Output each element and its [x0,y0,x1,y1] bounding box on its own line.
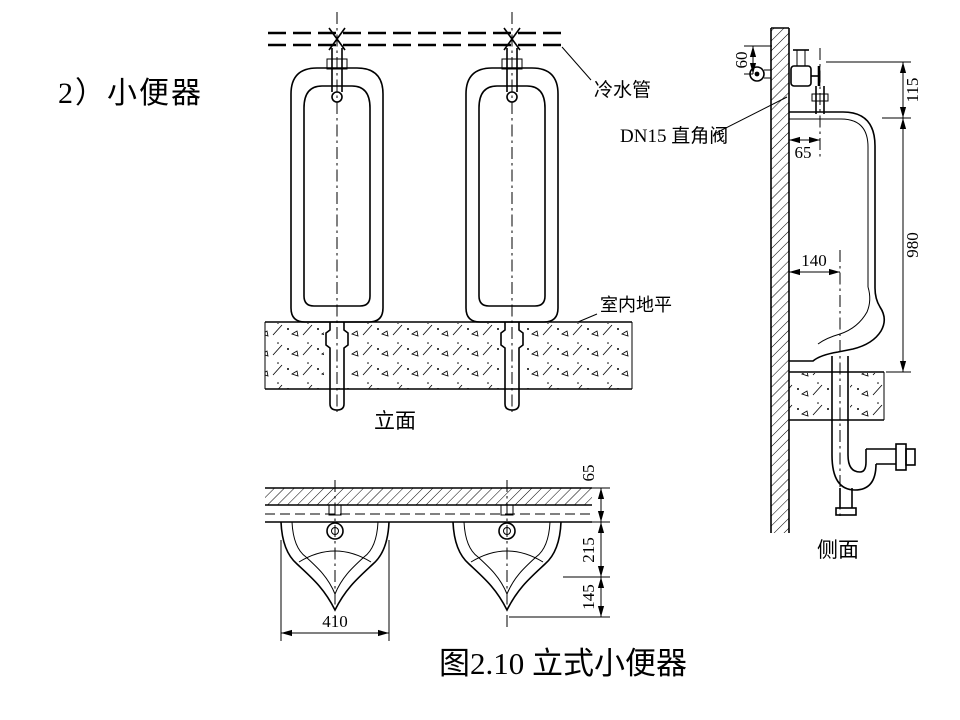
valve-label: DN15 直角阀 [620,125,728,147]
dim-140-label: 140 [801,251,827,270]
drain-pipe-right [500,322,524,411]
side-view: 60 115 980 65 140 DN15 直角阀 侧面 [620,27,922,562]
cleanout-plug [835,507,857,516]
dim-115-label: 115 [903,78,922,103]
dim-60-label: 60 [732,52,751,69]
cold-water-pipe-label: 冷水管 [594,79,651,101]
dim-115: 115 [826,61,922,119]
dim-145: 145 [509,577,610,618]
dim-980: 980 [886,118,922,373]
urinal-right-outline [465,67,559,323]
plan-wall-hatch [265,488,592,505]
urinal-right-rim [478,85,546,307]
dim-65-side-label: 65 [795,143,812,162]
dim-215-label: 215 [579,537,598,563]
side-wall-hatch [771,28,789,533]
angle-valve [790,49,821,87]
dim-65-side: 65 [789,136,820,162]
urinal-left-rim [303,85,371,307]
plan-view: 410 65 215 145 [265,465,610,641]
dim-980-label: 980 [903,232,922,258]
urinal-left-outline [290,67,384,323]
side-view-label: 侧面 [817,538,859,562]
urinal-side-profile [789,111,886,362]
dim-410-label: 410 [322,612,348,631]
dim-410: 410 [280,540,390,641]
dim-145-label: 145 [579,584,598,610]
leader-line [577,313,598,323]
pipe-connection-x-mark [328,27,521,51]
urinal-side-bowl-inner [817,286,871,345]
dim-215: 215 [563,522,610,578]
page-title: 2）小便器 [58,77,203,110]
drain-pipe-left [325,322,349,411]
floor-slab [265,323,632,389]
dim-65-plan-label: 65 [579,465,598,482]
outlet-socket [895,443,907,471]
urinal-side-inner-line [789,118,869,287]
dim-140: 140 [789,251,840,276]
front-elevation-view: 冷水管 室内地平 立面 [264,12,672,433]
leader-line [561,46,592,81]
indoor-floor-label: 室内地平 [600,295,672,315]
front-view-label: 立面 [374,409,416,433]
leader-line [713,96,788,135]
outlet-stub [905,448,916,466]
dim-60: 60 [732,45,772,75]
figure-caption: 图2.10 立式小便器 [439,646,687,681]
